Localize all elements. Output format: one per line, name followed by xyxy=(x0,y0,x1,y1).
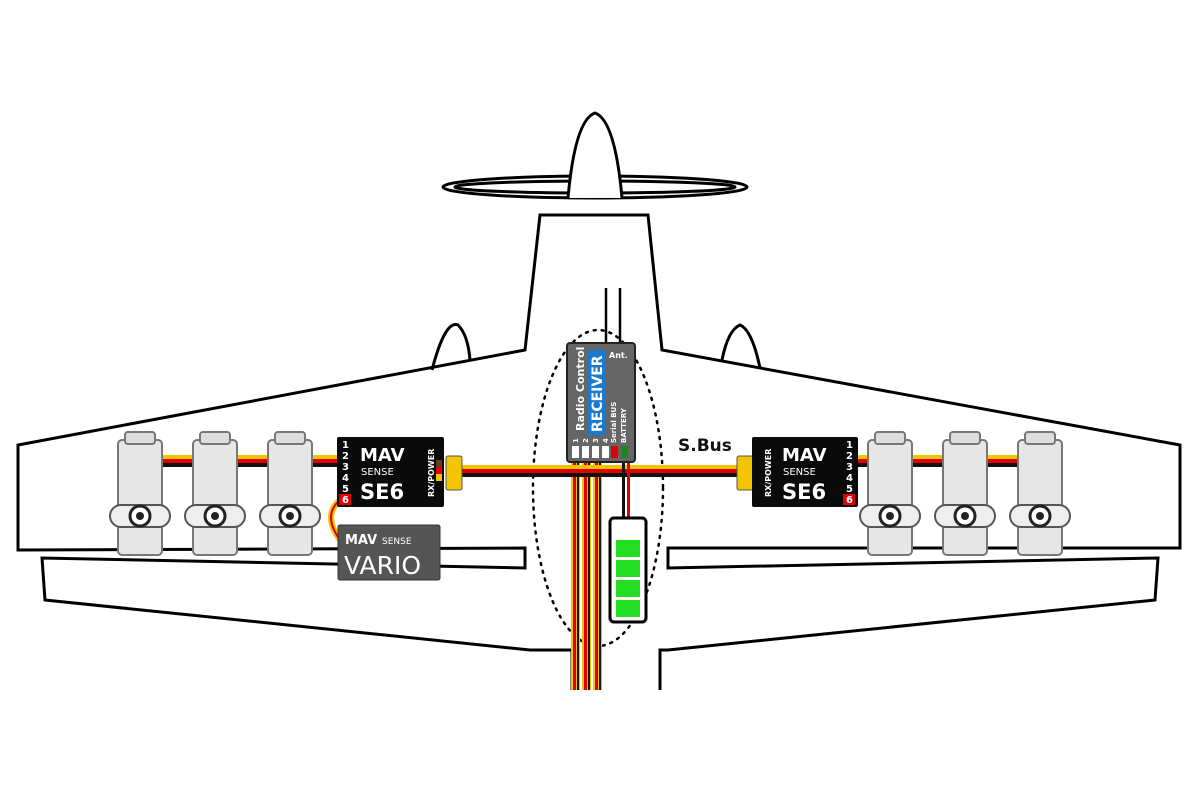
servo xyxy=(859,431,921,556)
port-label-6: 6 xyxy=(342,495,349,506)
se6-power-label: RX/POWER xyxy=(427,449,436,497)
port-label-1: 1 xyxy=(342,440,349,451)
channel-label-1: 1 xyxy=(572,438,580,443)
antenna-wires xyxy=(604,288,622,345)
se6-power-label: RX/POWER xyxy=(764,449,773,497)
vario-module: MAV SENSE VARIO xyxy=(337,524,441,581)
channel-label-4: 4 xyxy=(602,438,610,443)
battery-wires xyxy=(622,462,630,520)
port-label-5: 5 xyxy=(846,484,853,495)
receiver-title: Radio Control xyxy=(574,347,587,431)
port-label-5: 5 xyxy=(342,484,349,495)
se6-brand: MAV xyxy=(782,445,827,466)
sbus-label: S.Bus xyxy=(678,436,732,456)
servo xyxy=(934,431,996,556)
vario-brand-sub: SENSE xyxy=(382,537,412,547)
port-label-4: 4 xyxy=(846,473,853,484)
channel-wires xyxy=(571,462,602,690)
sbus-wire xyxy=(450,465,750,477)
servo xyxy=(109,431,171,556)
se6-brand: MAV xyxy=(360,445,405,466)
propeller xyxy=(441,111,749,200)
fins xyxy=(430,323,762,371)
port-label-3: 3 xyxy=(342,462,349,473)
se6-model: SE6 xyxy=(360,480,404,504)
battery-pack xyxy=(608,516,648,624)
servo xyxy=(259,431,321,556)
servo xyxy=(1009,431,1071,556)
port-label-1: 1 xyxy=(846,440,853,451)
port-label-6: 6 xyxy=(846,495,853,506)
battery-label: BATTERY xyxy=(620,407,628,443)
receiver-type: RECEIVER xyxy=(590,355,606,432)
port-label-3: 3 xyxy=(846,462,853,473)
serial-bus-label: Serial BUS xyxy=(610,402,618,443)
receiver: Radio Control RECEIVER Ant. Serial BUS B… xyxy=(566,342,636,463)
servo xyxy=(184,431,246,556)
antenna-label: Ant. xyxy=(609,351,628,360)
vario-brand: MAV xyxy=(345,533,377,548)
channel-label-2: 2 xyxy=(582,438,590,443)
channel-label-3: 3 xyxy=(592,438,600,443)
port-label-2: 2 xyxy=(342,451,349,462)
se6-brand-sub: SENSE xyxy=(783,467,816,478)
port-label-2: 2 xyxy=(846,451,853,462)
se6-model: SE6 xyxy=(782,480,826,504)
airframe-outline xyxy=(16,213,1182,690)
vario-model: VARIO xyxy=(344,551,421,580)
se6-brand-sub: SENSE xyxy=(361,467,394,478)
port-label-4: 4 xyxy=(342,473,349,484)
servo-wires-left xyxy=(140,455,340,467)
